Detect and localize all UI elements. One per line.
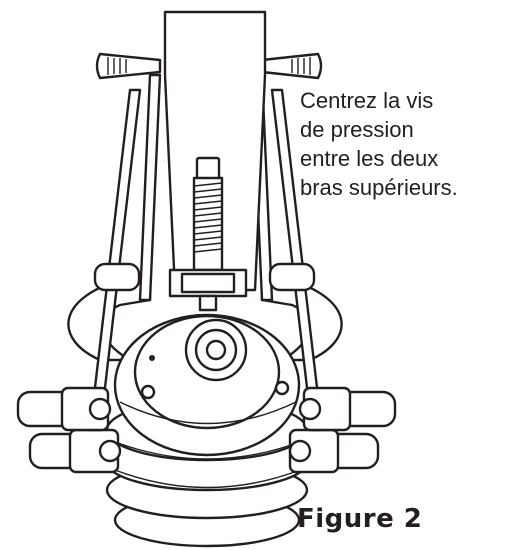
top-handles [95, 52, 323, 80]
figure-label: Figure 2 [297, 504, 423, 534]
central-plate [163, 10, 267, 292]
instruction-text: Centrez la vis de pression entre les deu… [300, 86, 506, 202]
instruction-line: bras supérieurs. [300, 175, 458, 200]
lower-hooks [28, 428, 380, 474]
upper-rollers [16, 262, 397, 432]
instruction-line: de pression [300, 117, 414, 142]
instruction-line: Centrez la vis [300, 88, 434, 113]
pressure-screw [168, 156, 248, 312]
instruction-line: entre les deux [300, 146, 439, 171]
side-arms [67, 73, 343, 432]
strut-mount [113, 313, 301, 457]
